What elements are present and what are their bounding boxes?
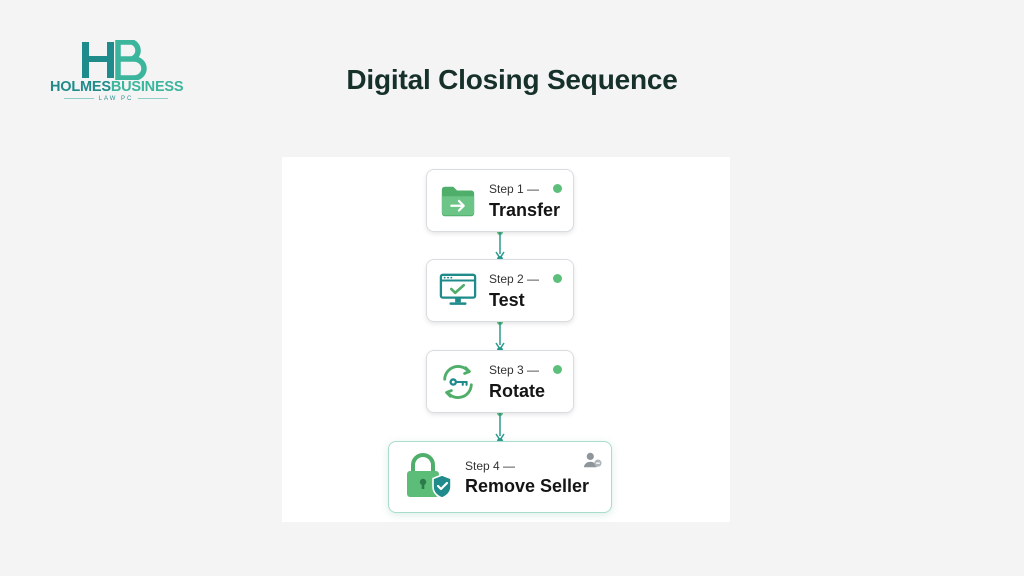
step-card-remove-seller: Step 4 — Remove Seller	[388, 441, 612, 513]
logo-name: HOLMESBUSINESS	[50, 79, 184, 95]
user-remove-icon	[584, 452, 602, 468]
page-title: Digital Closing Sequence	[346, 64, 678, 95]
step-label: Step 1 —	[489, 182, 540, 196]
logo-name-part2: BUSINESS	[110, 79, 184, 95]
status-dot	[553, 184, 562, 193]
hb-monogram-icon	[82, 40, 147, 80]
folder-arrow-icon	[441, 186, 475, 217]
logo-name-part1: HOLMES	[50, 79, 111, 95]
company-logo: HOLMESBUSINESS LAW PC	[50, 40, 184, 104]
step-title: Test	[489, 290, 525, 310]
sequence-diagram: Step 1 — Transfer Step 2 — Test Step 3 —	[282, 157, 730, 522]
status-dot	[553, 365, 562, 374]
step-title: Remove Seller	[465, 476, 590, 496]
connector-1-2	[495, 229, 505, 262]
logo-subtitle: LAW PC	[50, 96, 182, 102]
connector-3-4	[495, 410, 505, 444]
connector-2-3	[495, 319, 505, 353]
status-dot	[553, 274, 562, 283]
step-title: Rotate	[489, 381, 546, 401]
step-card-rotate: Step 3 — Rotate	[426, 350, 574, 413]
step-title: Transfer	[489, 200, 561, 220]
key-rotate-icon	[443, 365, 473, 399]
step-card-transfer: Step 1 — Transfer	[426, 169, 574, 232]
step-card-test: Step 2 — Test	[426, 259, 574, 322]
step-label: Step 3 —	[489, 363, 540, 377]
step-label: Step 2 —	[489, 272, 540, 286]
monitor-check-icon	[439, 273, 477, 305]
lock-shield-icon	[407, 453, 452, 499]
step-label: Step 4 —	[465, 459, 516, 473]
